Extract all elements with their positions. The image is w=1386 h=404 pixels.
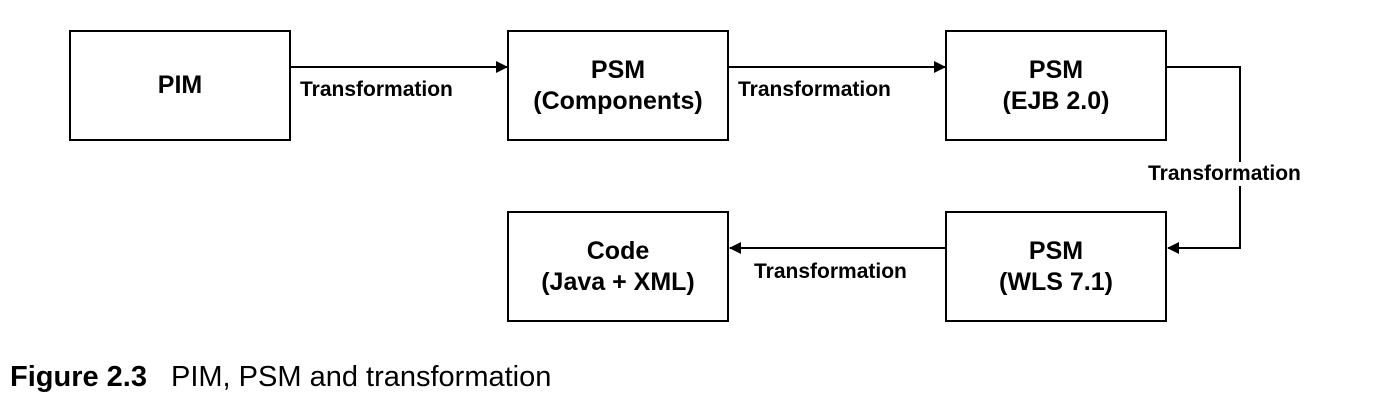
- figure-number: Figure 2.3: [10, 361, 147, 393]
- node-psm-ejb-line-1: PSM: [1028, 55, 1084, 84]
- node-psm-wls-line-2: (WLS 7.1): [999, 267, 1113, 296]
- edge-label-pim-to-psm-components: Transformation: [300, 78, 453, 102]
- node-psm-ejb-line-2: (EJB 2.0): [1002, 86, 1110, 115]
- node-psm-components-line-2: (Components): [533, 86, 703, 115]
- node-psm-components-line-1: PSM: [590, 55, 646, 84]
- node-psm-wls-line-1: PSM: [1028, 236, 1084, 265]
- edge-label-psm-ejb-to-psm-wls: Transformation: [1148, 162, 1301, 186]
- edge-label-psm-wls-to-code: Transformation: [754, 260, 907, 284]
- node-psm-ejb: PSM (EJB 2.0): [945, 30, 1167, 141]
- diagram-connectors: [290, 61, 1241, 254]
- node-code: Code (Java + XML): [507, 211, 729, 322]
- edge-label-psm-components-to-psm-ejb: Transformation: [738, 78, 891, 102]
- figure-caption: Figure 2.3 PIM, PSM and transformation: [10, 359, 551, 395]
- node-psm-wls: PSM (WLS 7.1): [945, 211, 1167, 322]
- node-pim: PIM: [69, 30, 291, 141]
- figure-caption-text: PIM, PSM and transformation: [171, 361, 552, 393]
- node-pim-line-1: PIM: [157, 71, 203, 99]
- node-code-line-2: (Java + XML): [541, 267, 695, 296]
- edge-psm-ejb-to-psm-wls: [1166, 66, 1241, 254]
- diagram: PIM PSM (Components) PSM (EJB 2.0) PSM (…: [69, 30, 1301, 322]
- node-psm-components: PSM (Components): [507, 30, 729, 141]
- node-code-line-1: Code: [586, 236, 650, 265]
